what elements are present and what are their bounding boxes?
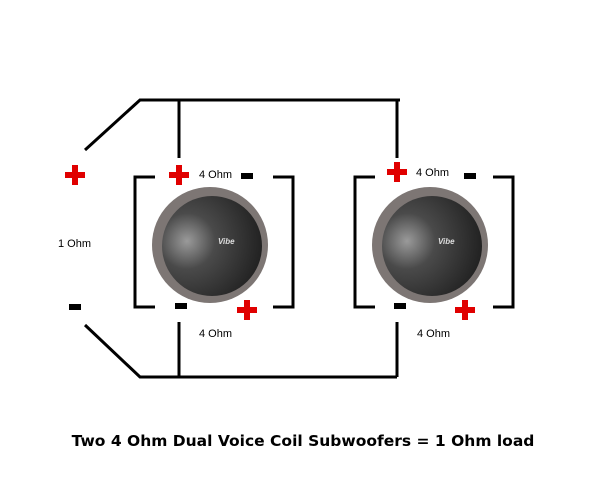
sub2-top-coil-label: 4 Ohm: [416, 167, 449, 179]
positive-terminals: [65, 162, 475, 320]
top-wire: [83, 98, 400, 152]
minus-icon: [241, 173, 253, 179]
sub2-bottom-coil-label: 4 Ohm: [417, 328, 450, 340]
sub2-right-bracket: [493, 175, 515, 309]
wires: [83, 98, 515, 379]
minus-icon: [464, 173, 476, 179]
brand-logo: Vibe: [438, 237, 455, 246]
minus-icon: [394, 303, 406, 309]
sub2-left-bracket: [353, 175, 375, 309]
bottom-wire: [83, 323, 397, 379]
sub1-top-coil-label: 4 Ohm: [199, 169, 232, 181]
sub1-bottom-coil-label: 4 Ohm: [199, 328, 232, 340]
plus-icon: [387, 162, 407, 182]
brand-logo: Vibe: [218, 237, 235, 246]
minus-icon: [69, 304, 81, 310]
subwoofer-2: Vibe: [372, 187, 488, 303]
sub1-left-bracket: [133, 175, 155, 309]
plus-icon: [237, 300, 257, 320]
minus-icon: [175, 303, 187, 309]
plus-icon: [65, 165, 85, 185]
plus-icon: [455, 300, 475, 320]
diagram-title: Two 4 Ohm Dual Voice Coil Subwoofers = 1…: [72, 432, 535, 450]
amp-load-label: 1 Ohm: [58, 238, 91, 250]
plus-icon: [169, 165, 189, 185]
sub1-right-bracket: [273, 175, 295, 309]
subwoofer-1: Vibe: [152, 187, 268, 303]
speaker-cone: [382, 196, 482, 296]
speaker-cone: [162, 196, 262, 296]
negative-terminals: [69, 173, 476, 310]
